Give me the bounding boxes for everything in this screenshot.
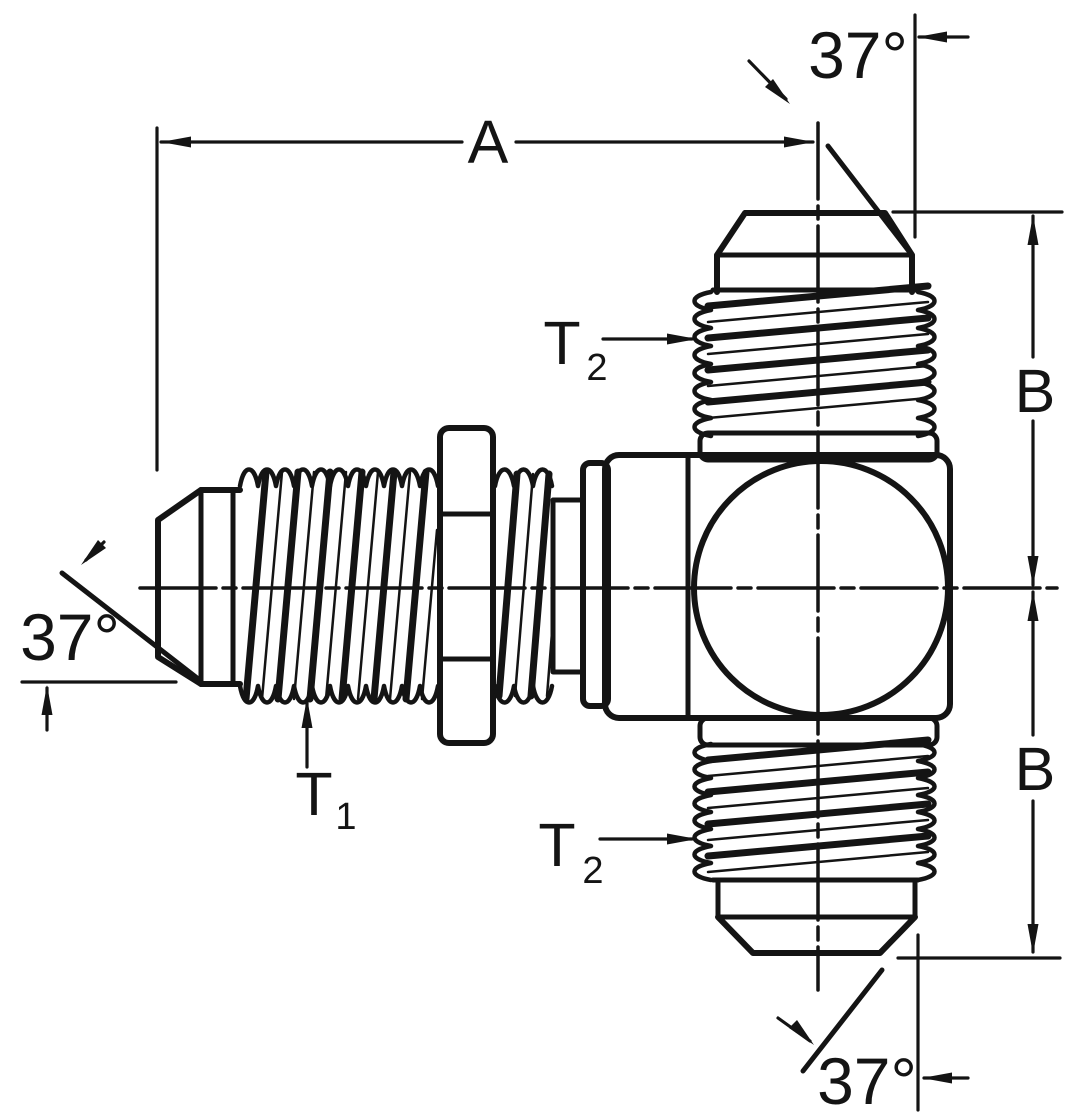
- t2-top-label: T: [543, 309, 580, 377]
- left-thread2-hatching: [495, 470, 555, 700]
- dim-a-label: A: [468, 108, 509, 176]
- text-labels: A B B 37° 37° 37° T 1 T 2 T 2: [20, 18, 1055, 1118]
- arrowheads: [41, 31, 1039, 1084]
- left-nose-cone-lines: [198, 487, 236, 687]
- bottom-branch-nose: [715, 914, 918, 956]
- left-thread-hatching: [242, 468, 439, 703]
- angle-left-leader-arrowhead: [81, 540, 106, 565]
- t1-label-subscript: 1: [335, 796, 356, 838]
- angle-tr-angle-line: [825, 143, 911, 253]
- top-branch-neck: [697, 430, 940, 463]
- locknut-flat-lines: [437, 511, 496, 662]
- dim-a-arrow-right: [784, 136, 814, 148]
- bottom-thread-hatching: [704, 736, 932, 874]
- dim-b-top-arrow-up: [1027, 215, 1039, 245]
- angle-left-up-arrow: [41, 685, 53, 715]
- t2-bottom-label: T: [538, 811, 575, 879]
- angle-label-top-right: 37°: [808, 18, 908, 92]
- bottom-thread-crests-left: [692, 741, 714, 883]
- bottom-branch-neck: [697, 715, 940, 748]
- angle-label-bottom-right: 37°: [817, 1044, 917, 1118]
- t2-top-label-subscript: 2: [586, 347, 607, 389]
- angle-tr-small-arrow: [917, 31, 947, 43]
- angle-br-small-arrow: [922, 1072, 952, 1084]
- t2-top-arrowhead: [667, 333, 697, 345]
- left-nose-face: [155, 487, 204, 687]
- angle-br-angle-line: [800, 967, 885, 1074]
- t2-bottom-label-subscript: 2: [582, 850, 603, 892]
- dim-a: [155, 126, 815, 472]
- dim-b-bottom-arrow-down: [1027, 924, 1039, 954]
- t1-arrowhead: [301, 698, 313, 728]
- left-thread2-crests-top: [492, 467, 555, 489]
- angle-label-left: 37°: [20, 600, 120, 674]
- top-thread-crests-right: [915, 289, 937, 439]
- left-thread-crests-top: [237, 467, 441, 489]
- dim-b-top-label: B: [1015, 357, 1056, 425]
- thread-runout-collar: [550, 497, 586, 675]
- t2-bottom-arrowhead: [667, 833, 697, 845]
- angle-br-leader-arrowhead: [789, 1020, 814, 1045]
- angle-left-angle-line: [59, 570, 200, 681]
- left-thread2-crests-bottom: [492, 683, 555, 705]
- drawing-strokes: [20, 13, 1064, 1112]
- dim-b-bottom-label: B: [1015, 735, 1056, 803]
- left-arm: [155, 425, 611, 746]
- bulkhead-locknut: [437, 425, 496, 746]
- t1-label: T: [295, 760, 332, 828]
- bottom-thread-crests-right: [915, 741, 937, 883]
- bottom-branch: [692, 715, 940, 956]
- angle-tr-leader-arrowhead: [765, 79, 790, 104]
- top-thread-hatching: [704, 282, 932, 420]
- top-thread-crests-left: [692, 289, 714, 439]
- bulkhead-washer: [580, 460, 611, 709]
- left-nose-edges: [198, 487, 243, 687]
- dim-b-bottom-arrow-up: [1027, 591, 1039, 621]
- dim-b-top-arrow-down: [1027, 556, 1039, 586]
- dim-a-arrow-left: [161, 136, 191, 148]
- bottom-branch-band: [715, 877, 918, 920]
- top-branch: [692, 210, 940, 463]
- left-thread-crests-bottom: [237, 683, 441, 705]
